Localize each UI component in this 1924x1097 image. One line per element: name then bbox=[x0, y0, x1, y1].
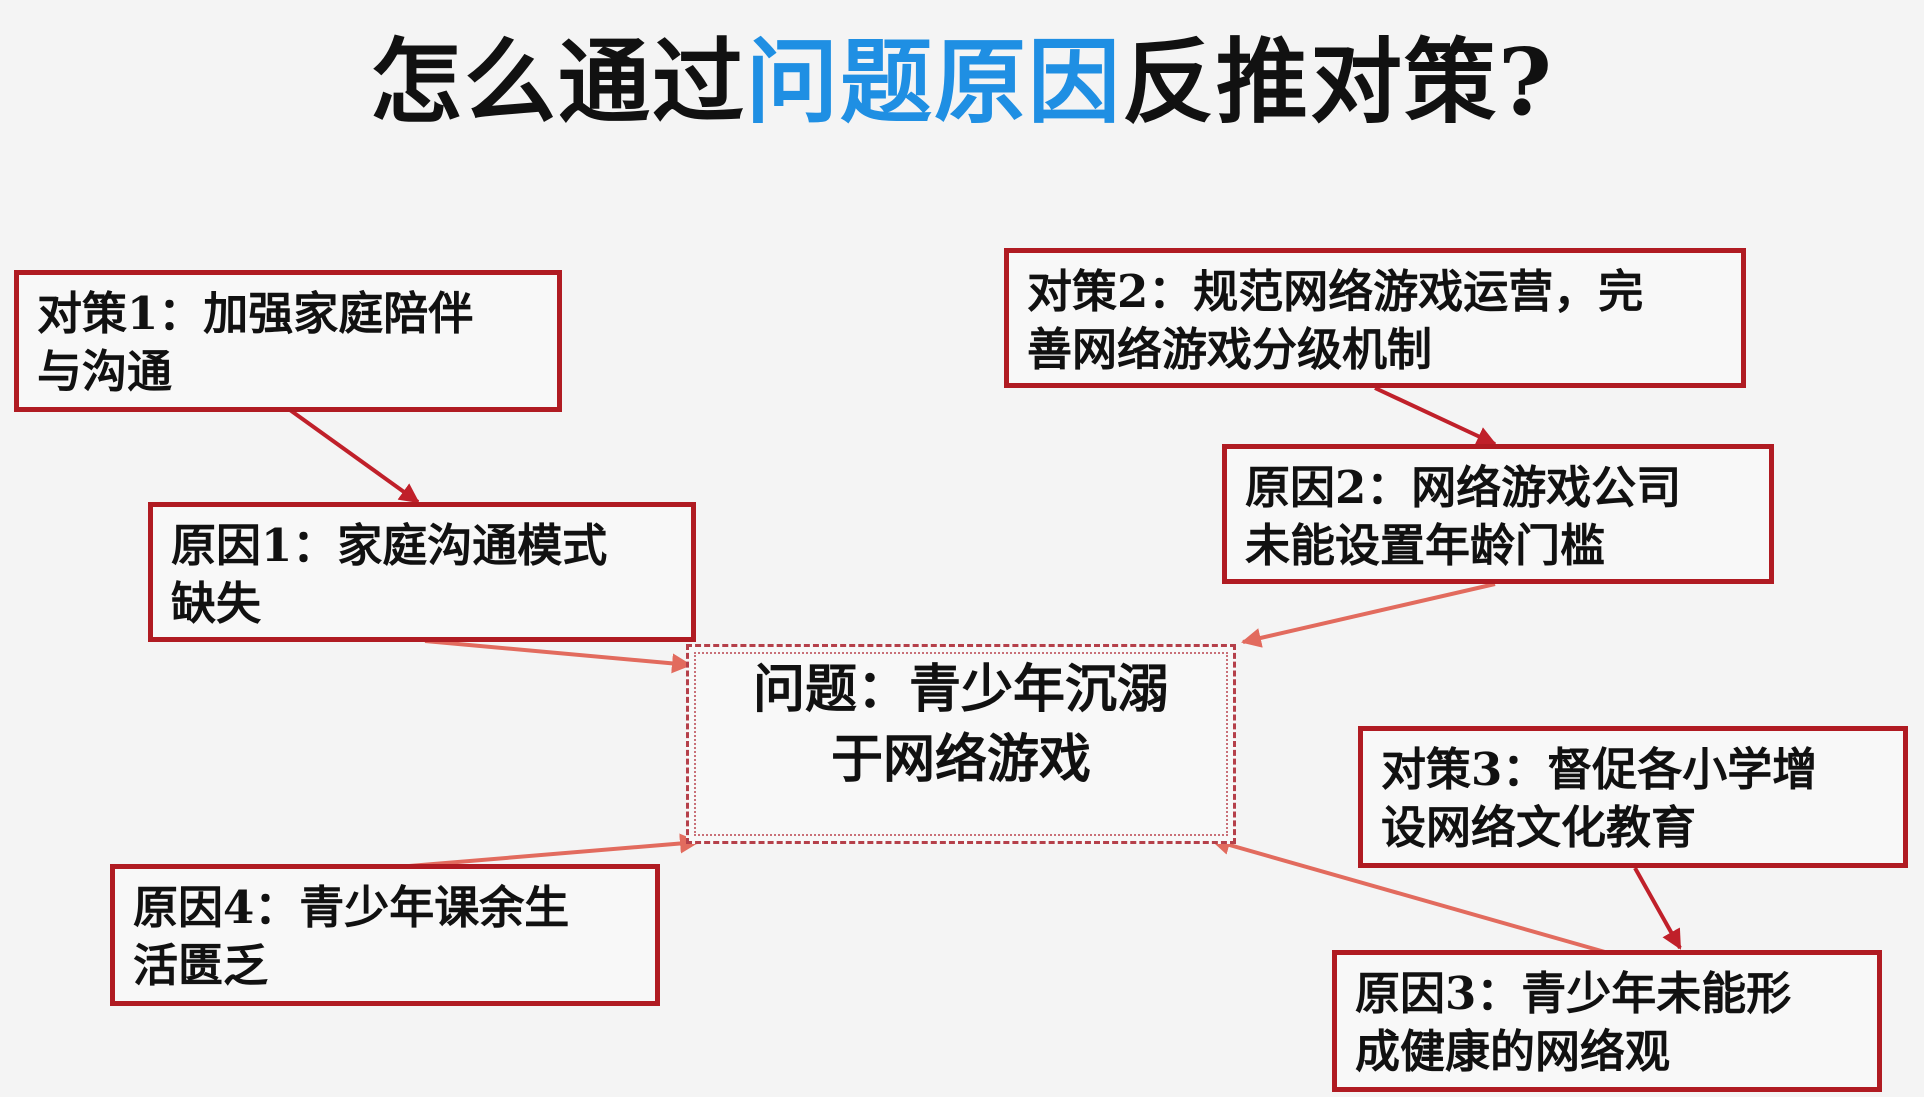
countermeasure-1-box: 对策1：加强家庭陪伴 与沟通 bbox=[14, 270, 562, 412]
title-prefix: 怎么通过 bbox=[370, 28, 747, 136]
cause-4-box: 原因4：青少年课余生 活匮乏 bbox=[110, 864, 660, 1006]
cause-3-box: 原因3：青少年未能形 成健康的网络观 bbox=[1332, 950, 1882, 1092]
cause-1-box: 原因1：家庭沟通模式 缺失 bbox=[148, 502, 696, 642]
page-title: 怎么通过问题原因反推对策? bbox=[0, 8, 1924, 141]
countermeasure-2-box: 对策2：规范网络游戏运营，完 善网络游戏分级机制 bbox=[1004, 248, 1746, 388]
arrow-countermeasure3-to-cause3 bbox=[1633, 867, 1682, 950]
title-suffix: 反推对策? bbox=[1122, 28, 1554, 136]
arrow-cause3-to-problem bbox=[1210, 835, 1606, 954]
arrow-cause4-to-problem bbox=[384, 833, 700, 870]
arrow-cause2-to-problem bbox=[1241, 582, 1496, 648]
cause-2-box: 原因2：网络游戏公司 未能设置年龄门槛 bbox=[1222, 444, 1774, 584]
problem-box: 问题：青少年沉溺 于网络游戏 bbox=[686, 644, 1236, 844]
countermeasure-3-box: 对策3：督促各小学增 设网络文化教育 bbox=[1358, 726, 1908, 868]
arrow-cause1-to-problem bbox=[424, 639, 692, 674]
arrow-countermeasure2-to-cause2 bbox=[1374, 386, 1497, 446]
title-highlight: 问题原因 bbox=[746, 28, 1123, 136]
arrow-countermeasure1-to-cause1 bbox=[288, 408, 420, 504]
